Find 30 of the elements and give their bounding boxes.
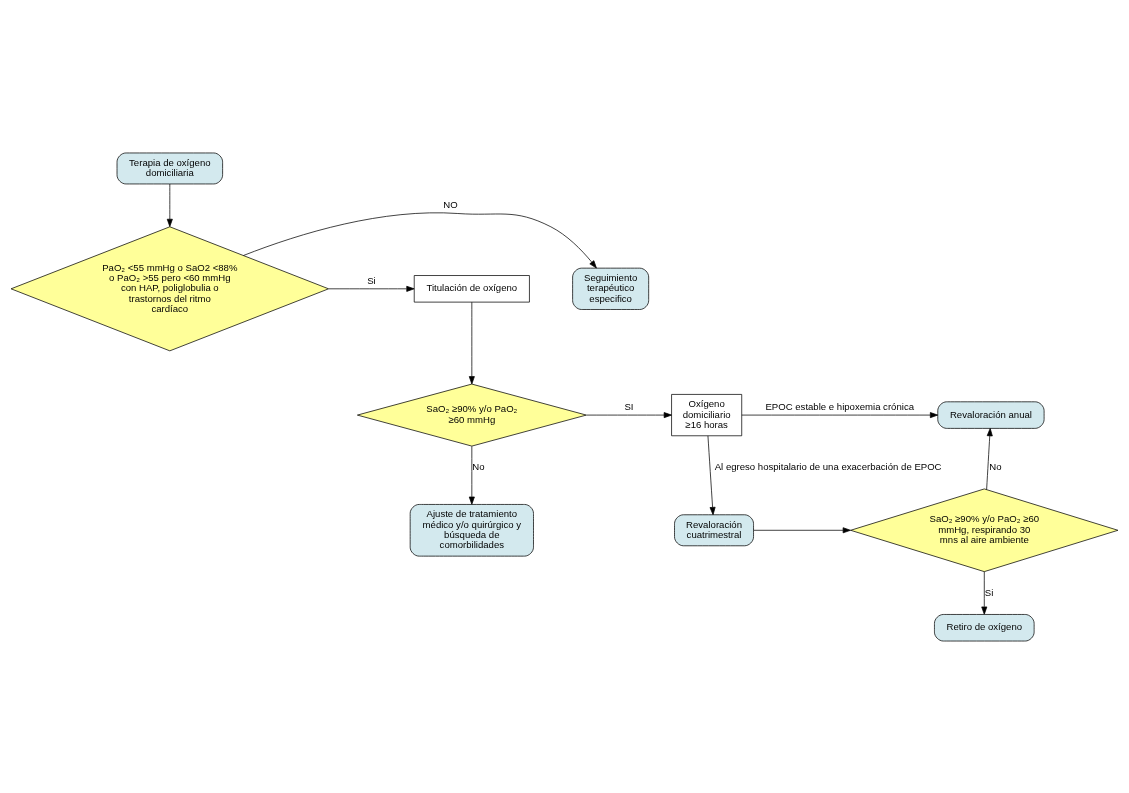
arrow xyxy=(328,285,415,292)
arrow xyxy=(986,427,993,490)
node-box: Seguimiento terapéutico especifico xyxy=(572,267,650,310)
node-box: Oxígeno domiciliario ≥16 horas xyxy=(671,393,743,436)
edge-label: Si xyxy=(367,274,376,286)
node-box: Ajuste de tratamiento médico y/o quirúrgico y búsqueda de comorbilidades xyxy=(409,503,534,556)
node-box: Retiro de oxígeno xyxy=(934,613,1035,641)
node-diamond: PaO₂ <55 mmHg o SaO2 <88% o PaO₂ >55 pero <60 mmHg con HAP, poliglobulia o trastornos del ritmo cardíaco xyxy=(10,225,329,351)
arrow xyxy=(468,301,475,384)
arrow xyxy=(741,411,939,418)
edge-label: Si xyxy=(984,586,994,598)
arrow xyxy=(981,570,988,615)
arrow xyxy=(166,183,173,227)
edge-label: No xyxy=(989,460,1002,472)
edge-label: No xyxy=(472,460,485,472)
arrow xyxy=(468,445,475,505)
edge-label: SI xyxy=(624,400,634,412)
arrow xyxy=(243,211,597,268)
arrow xyxy=(586,411,672,418)
edge-label: NO xyxy=(443,198,458,210)
node-box: Terapia de oxígeno domiciliaria xyxy=(116,152,223,184)
node-box: Revaloración anual xyxy=(937,400,1045,429)
node-diamond: SaO₂ ≥90% y/o PaO₂ ≥60 mmHg xyxy=(357,383,587,446)
node-box: Titulación de oxígeno xyxy=(413,274,530,302)
arrow xyxy=(707,435,716,515)
edge-label: Al egreso hospitalario de una exacerbación de EPOC xyxy=(714,460,942,472)
arrow xyxy=(753,526,851,533)
node-diamond: SaO₂ ≥90% y/o PaO₂ ≥60 mmHg, respirando 30 mns al aire ambiente xyxy=(850,488,1119,572)
edge-label: EPOC estable e hipoxemia crónica xyxy=(765,400,915,412)
node-box: Revaloración cuatrimestral xyxy=(674,513,754,546)
